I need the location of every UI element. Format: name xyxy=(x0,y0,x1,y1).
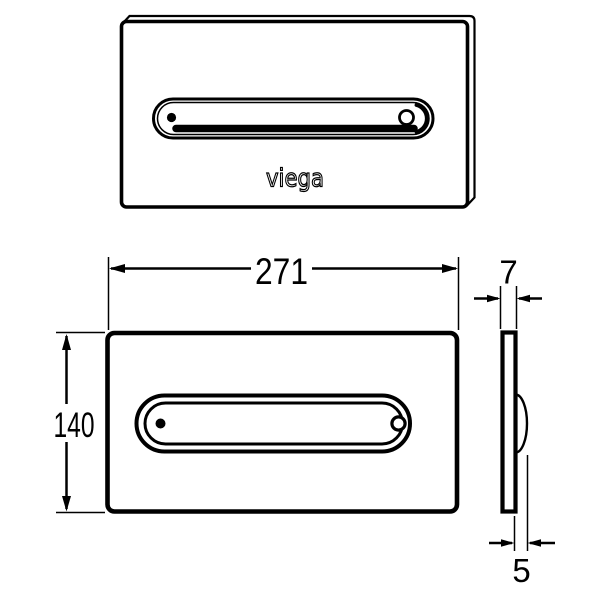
arrowhead-up xyxy=(62,334,71,350)
front-view: 271 140 xyxy=(54,251,460,514)
button-ring xyxy=(398,109,415,126)
plate-depth-edge xyxy=(122,14,476,207)
arrowhead-right xyxy=(442,264,458,273)
button-pivot-dot xyxy=(155,418,166,429)
arrowhead-left xyxy=(109,264,125,273)
button-recess-inner-outline xyxy=(156,101,430,136)
button-bump-profile xyxy=(515,393,529,454)
arrowhead-inward-left xyxy=(501,539,515,547)
arrowhead-inward-right xyxy=(516,294,530,303)
button-pivot-dot xyxy=(166,112,177,123)
button-ring xyxy=(390,415,407,432)
depth-dimension: 7 xyxy=(474,254,542,329)
depth-value: 7 xyxy=(499,254,517,291)
viega-logo: viega xyxy=(266,164,324,193)
arrowhead-inward-right xyxy=(527,539,541,547)
plate-profile-outline xyxy=(500,330,518,514)
width-value: 271 xyxy=(255,251,308,292)
protrusion-dimension: 5 xyxy=(489,455,555,589)
button-end-shadow xyxy=(414,103,429,134)
side-view: 7 5 xyxy=(474,254,555,589)
perspective-view: viega xyxy=(119,14,476,209)
arrowhead-inward-left xyxy=(487,294,501,303)
protrusion-value: 5 xyxy=(512,552,530,589)
width-dimension: 271 xyxy=(107,251,460,330)
height-value: 140 xyxy=(54,406,95,445)
height-dimension: 140 xyxy=(54,331,105,514)
button-recess-outer-outline xyxy=(134,393,412,454)
arrowhead-down xyxy=(62,496,71,512)
